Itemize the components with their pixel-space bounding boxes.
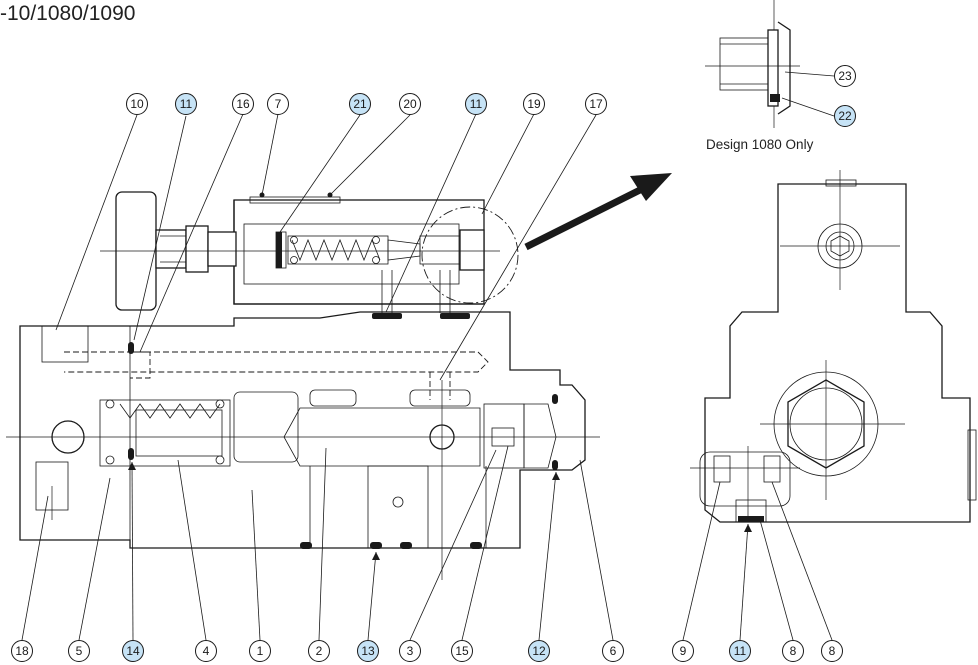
callout-label: 6 [610, 644, 617, 658]
callout-label: 14 [126, 644, 140, 658]
callout-circle [232, 93, 254, 115]
callout-c17: 17 [585, 93, 607, 115]
callout-label: 22 [838, 109, 852, 123]
callout-circle [267, 93, 289, 115]
callout-c1: 1 [249, 640, 271, 662]
callout-circle [122, 640, 144, 662]
callout-label: 5 [76, 644, 83, 658]
callout-circle [465, 93, 487, 115]
callout-label: 3 [407, 644, 414, 658]
callout-label: 11 [734, 644, 747, 658]
callout-circle [68, 640, 90, 662]
callout-c13: 13 [357, 640, 379, 662]
callout-c3: 3 [399, 640, 421, 662]
callout-c11c: 11 [729, 640, 751, 662]
callout-c6: 6 [602, 640, 624, 662]
callout-label: 16 [236, 97, 250, 111]
callout-c9: 9 [672, 640, 694, 662]
callout-label: 17 [589, 97, 603, 111]
leader-lines [21, 71, 835, 641]
callout-c23: 23 [834, 65, 856, 87]
callout-c18: 18 [11, 640, 33, 662]
callout-c21: 21 [349, 93, 371, 115]
callout-c15: 15 [451, 640, 473, 662]
callout-circle [523, 93, 545, 115]
callout-label: 11 [180, 97, 193, 111]
callout-c11a: 11 [175, 93, 197, 115]
callout-label: 1 [257, 644, 264, 658]
callout-circle [308, 640, 330, 662]
callout-circle [399, 93, 421, 115]
callout-c14: 14 [122, 640, 144, 662]
piston [135, 409, 223, 457]
callout-label: 20 [403, 97, 417, 111]
callout-c12: 12 [528, 640, 550, 662]
callout-label: 23 [838, 69, 852, 83]
callout-label: 19 [527, 97, 541, 111]
end-view [690, 170, 977, 523]
callout-c4: 4 [195, 640, 217, 662]
callout-circle [821, 640, 843, 662]
callout-circle [249, 640, 271, 662]
detail-caption: Design 1080 Only [706, 137, 814, 152]
callout-c5: 5 [68, 640, 90, 662]
callout-label: 21 [353, 97, 367, 111]
callout-label: 4 [203, 644, 210, 658]
callout-circle [195, 640, 217, 662]
callout-label: 9 [680, 644, 687, 658]
section-view [6, 191, 600, 580]
callout-label: 11 [470, 97, 483, 111]
pilot-body [233, 199, 485, 305]
callout-circle [349, 93, 371, 115]
callout-label: 13 [361, 644, 375, 658]
callout-label: 2 [316, 644, 323, 658]
callout-circle [357, 640, 379, 662]
main-body [19, 311, 586, 549]
callout-label: 10 [130, 97, 144, 111]
callout-circle [175, 93, 197, 115]
callout-circle [126, 93, 148, 115]
callout-c8b: 8 [821, 640, 843, 662]
detail-circle [421, 206, 519, 304]
callout-circle [528, 640, 550, 662]
design-1080-detail [705, 0, 800, 128]
callout-circle [834, 65, 856, 87]
callout-circle [834, 105, 856, 127]
pilot-spring [291, 238, 381, 262]
o-rings [128, 232, 558, 549]
diagram-title: -10/1080/1090 [0, 2, 136, 25]
main-spring [119, 403, 221, 419]
callout-circle [451, 640, 473, 662]
callout-circle [782, 640, 804, 662]
callout-circle [585, 93, 607, 115]
end-view-body [704, 183, 971, 523]
callout-label: 15 [455, 644, 469, 658]
callout-label: 18 [15, 644, 29, 658]
callout-label: 8 [829, 644, 836, 658]
callout-c20: 20 [399, 93, 421, 115]
callout-label: 7 [275, 97, 282, 111]
detail-arrow [524, 173, 672, 251]
callout-circle [399, 640, 421, 662]
callout-label: 8 [790, 644, 797, 658]
callout-circle [11, 640, 33, 662]
callout-circle [602, 640, 624, 662]
callout-circle [729, 640, 751, 662]
callout-c19: 19 [523, 93, 545, 115]
callout-c7: 7 [267, 93, 289, 115]
callout-c22: 22 [834, 105, 856, 127]
callout-c11b: 11 [465, 93, 487, 115]
callout-label: 12 [532, 644, 546, 658]
callout-c2: 2 [308, 640, 330, 662]
callout-c16: 16 [232, 93, 254, 115]
callout-c8a: 8 [782, 640, 804, 662]
callout-c10: 10 [126, 93, 148, 115]
callout-circle [672, 640, 694, 662]
